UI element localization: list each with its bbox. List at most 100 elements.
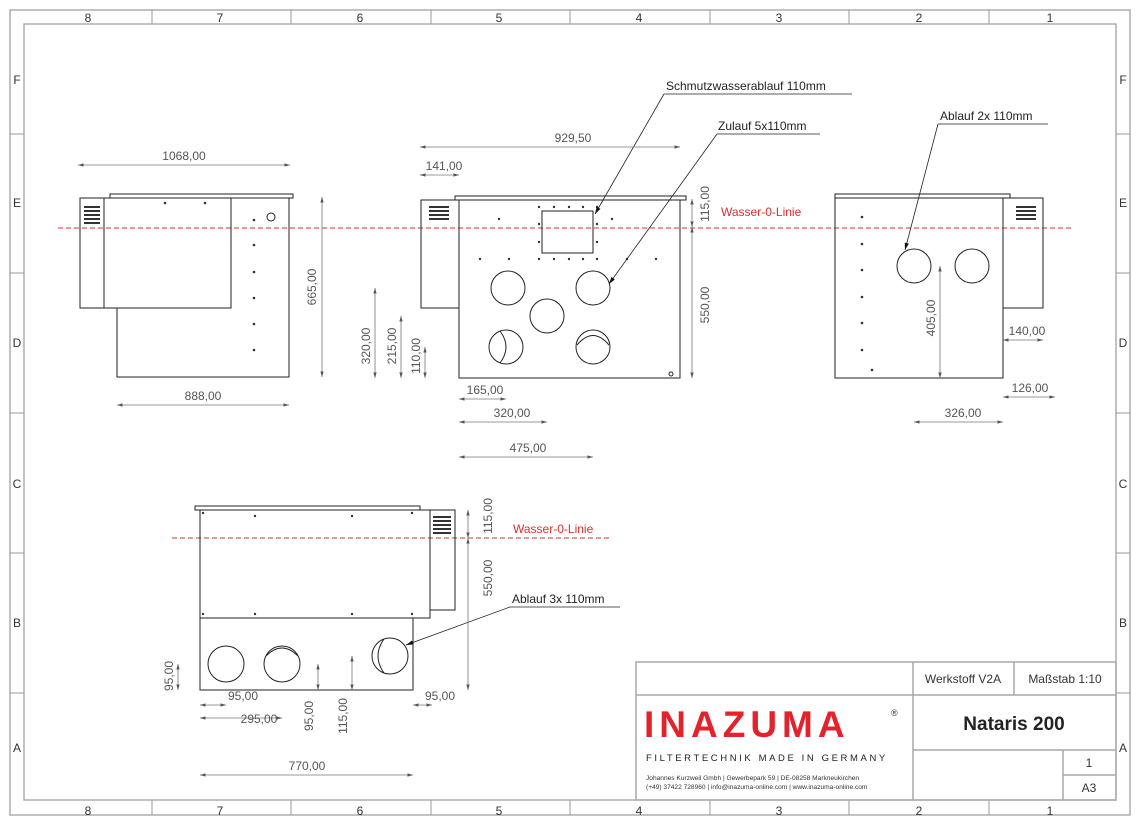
inlet-circle — [488, 329, 524, 365]
dimension-front-v110: 110,00 — [409, 338, 427, 378]
dimension-front-h475: 475,00 — [459, 441, 593, 459]
inlet-circle — [490, 270, 526, 306]
note-ablauf-2x: Ablauf 2x 110mm — [904, 109, 1048, 251]
dimension-value: 95,00 — [162, 661, 176, 691]
outlet-circle — [263, 645, 301, 683]
dimension-value: 326,00 — [945, 406, 982, 420]
paper-format: A3 — [1082, 781, 1097, 795]
grid-column-label: 3 — [776, 804, 783, 818]
outlet-circle — [896, 248, 932, 284]
sheet-number: 1 — [1086, 756, 1093, 770]
material-label: Werkstoff V2A — [925, 672, 1001, 686]
side-view — [79, 193, 294, 378]
note-schmutzwasser: Schmutzwasserablauf 110mm — [594, 79, 852, 215]
grid-row-label: E — [13, 196, 21, 210]
front-view — [420, 195, 687, 379]
note-zulauf: Zulauf 5x110mm — [608, 119, 820, 285]
dimension-front-top: 115,00 — [690, 186, 712, 227]
dimension-value: 165,00 — [467, 383, 504, 397]
bottom-view — [194, 505, 456, 691]
dimension-front-h165: 165,00 — [459, 383, 506, 401]
outlet-circle — [954, 248, 990, 284]
water-line-label-bottom: Wasser-0-Linie — [513, 522, 594, 536]
dimension-value: 475,00 — [510, 441, 547, 455]
dimension-bottom-h770: 770,00 — [200, 759, 413, 777]
dimension-front-v320: 320,00 — [359, 288, 377, 378]
grid-column-label: 3 — [776, 11, 783, 25]
dimension-value: 320,00 — [359, 327, 373, 364]
grid-column-label: 5 — [496, 11, 503, 25]
grid-row-label: D — [13, 336, 22, 350]
dimension-value: 115,00 — [336, 698, 350, 734]
dimension-side-height: 665,00 — [305, 197, 324, 377]
svg-text:Schmutzwasserablauf 110mm: Schmutzwasserablauf 110mm — [666, 79, 826, 93]
svg-text:Ablauf 3x 110mm: Ablauf 3x 110mm — [512, 592, 605, 606]
dimension-side-width: 1068,00 — [78, 149, 290, 167]
grid-column-label: 6 — [357, 804, 364, 818]
outlet-circle — [371, 637, 409, 675]
address-line-2: (+49) 37422 728960 | info@inazuma-online… — [646, 784, 868, 791]
dimension-front-height: 550,00 — [690, 227, 712, 378]
scale-label: Maßstab 1:10 — [1028, 672, 1102, 686]
brand-tagline: FILTERTECHNIK MADE IN GERMANY — [646, 753, 888, 764]
dimension-front-box: 141,00 — [420, 159, 463, 177]
title-block: Werkstoff V2A Maßstab 1:10 INAZUMA ® FIL… — [635, 661, 1117, 801]
brand-registered-mark: ® — [891, 708, 898, 718]
vent-grille-icon — [429, 206, 449, 220]
dimension-value: 95,00 — [425, 689, 455, 703]
grid-row-label: E — [1119, 196, 1127, 210]
dimension-value: 550,00 — [481, 559, 495, 596]
grid-column-label: 1 — [1047, 11, 1054, 25]
dimension-bottom-v95-left: 95,00 — [162, 661, 180, 691]
dimension-bottom-v95-mid: 95,00 — [302, 664, 320, 731]
svg-text:Ablauf 2x 110mm: Ablauf 2x 110mm — [940, 109, 1033, 123]
dimension-front-h320: 320,00 — [459, 406, 547, 424]
dimension-value: 295,00 — [241, 712, 278, 726]
dimension-back-h326: 326,00 — [914, 406, 1003, 424]
grid-column-label: 7 — [217, 804, 224, 818]
back-view — [834, 193, 1044, 379]
water-line-label-top: Wasser-0-Linie — [721, 205, 802, 219]
dimension-value: 550,00 — [698, 286, 712, 323]
grid-row-label: F — [1119, 73, 1126, 87]
dimension-value: 110,00 — [409, 338, 423, 374]
drawing-title: Nataris 200 — [963, 714, 1064, 735]
dimension-value: 770,00 — [289, 759, 326, 773]
grid-row-label: B — [1119, 616, 1127, 630]
grid-row-label: F — [13, 73, 20, 87]
dimension-value: 95,00 — [302, 701, 316, 731]
dimension-back-h126: 126,00 — [1003, 381, 1055, 399]
grid-column-label: 8 — [85, 804, 92, 818]
grid-column-label: 2 — [916, 804, 923, 818]
grid-row-label: C — [13, 477, 22, 491]
dimension-value: 320,00 — [494, 406, 531, 420]
dimension-bottom-height: 550,00 — [466, 538, 495, 690]
grid-column-label: 7 — [217, 11, 224, 25]
dimension-bottom-h95-left: 95,00 — [200, 689, 258, 707]
brand-logo: INAZUMA — [644, 704, 850, 745]
dimensions: 1068,00665,00888,00929,50141,00115,00550… — [78, 131, 1055, 777]
inlet-circle — [575, 270, 611, 306]
vent-grille-icon — [84, 206, 100, 224]
dimension-back-v405: 405,00 — [924, 266, 942, 378]
dimension-value: 140,00 — [1009, 324, 1046, 338]
dimension-value: 115,00 — [481, 498, 495, 534]
svg-text:Zulauf 5x110mm: Zulauf 5x110mm — [718, 119, 806, 133]
outlet-circle — [207, 645, 245, 683]
vent-grille-icon — [1016, 206, 1036, 220]
grid-column-label: 6 — [357, 11, 364, 25]
grid-row-label: B — [13, 616, 21, 630]
grid-row-label: A — [13, 741, 21, 755]
inlet-circle — [529, 298, 565, 334]
dimension-bottom-top: 115,00 — [466, 498, 495, 538]
dimension-bottom-h95-right: 95,00 — [413, 689, 455, 707]
dimension-value: 141,00 — [426, 159, 463, 173]
grid-column-label: 1 — [1047, 804, 1054, 818]
dimension-bottom-h295: 295,00 — [200, 712, 282, 726]
dimension-value: 95,00 — [228, 689, 258, 703]
grid-column-label: 2 — [916, 11, 923, 25]
grid-row-label: A — [1119, 741, 1127, 755]
grid-column-label: 4 — [636, 804, 643, 818]
